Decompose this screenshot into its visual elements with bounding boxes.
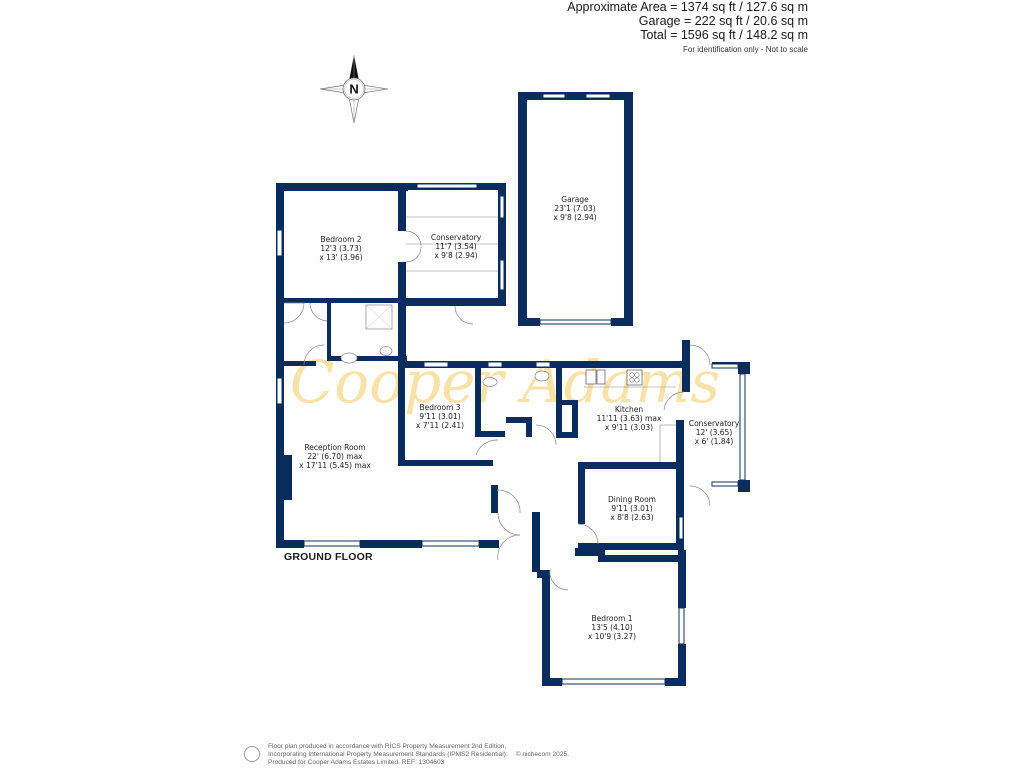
garage-area: Garage = 222 sq ft / 20.6 sq m (638, 14, 808, 28)
svg-text:12' (3.65): 12' (3.65) (696, 428, 733, 437)
svg-text:22' (6.70) max: 22' (6.70) max (307, 452, 363, 461)
room-kitchen: Kitchen 11'11 (3.63) max x 9'11 (3.03) (597, 405, 662, 432)
svg-text:x 7'11 (2.41): x 7'11 (2.41) (416, 421, 464, 430)
copyright: © nichecom 2025. (515, 751, 569, 758)
compass-north-label: N (349, 82, 358, 97)
info-person-icon (244, 746, 260, 762)
room-conservatory-right: Conservatory 12' (3.65) x 6' (1.84) (689, 419, 740, 446)
door-swings (283, 230, 711, 591)
svg-text:x 9'8 (2.94): x 9'8 (2.94) (553, 213, 596, 222)
room-bedroom-2: Bedroom 2 12'3 (3.73) x 13' (3.96) (319, 235, 362, 262)
basin-icon (340, 352, 358, 364)
svg-text:x 10'9 (3.27): x 10'9 (3.27) (588, 632, 636, 641)
footer-line: Incorporating International Property Mea… (268, 751, 508, 758)
room-garage: Garage 23'1 (7.03) x 9'8 (2.94) (553, 195, 596, 222)
svg-text:Conservatory: Conservatory (689, 419, 740, 428)
svg-text:x 8'8 (2.63): x 8'8 (2.63) (610, 513, 653, 522)
svg-text:x 9'8 (2.94): x 9'8 (2.94) (434, 251, 477, 260)
svg-text:Conservatory: Conservatory (431, 233, 482, 242)
svg-text:Bedroom 1: Bedroom 1 (591, 614, 632, 623)
room-bedroom-3: Bedroom 3 9'11 (3.01) x 7'11 (2.41) (416, 403, 464, 430)
svg-text:Garage: Garage (561, 195, 589, 204)
svg-text:Dining Room: Dining Room (608, 495, 656, 504)
footer-line: Floor plan produced in accordance with R… (268, 743, 507, 750)
svg-text:Reception Room: Reception Room (304, 443, 365, 452)
svg-text:9'11 (3.01): 9'11 (3.01) (419, 412, 460, 421)
toilet-icon (482, 377, 498, 387)
svg-text:x 17'11 (5.45) max: x 17'11 (5.45) max (299, 461, 371, 470)
approximate-area: Approximate Area = 1374 sq ft / 127.6 sq… (567, 0, 808, 14)
svg-text:x 6' (1.84): x 6' (1.84) (695, 437, 734, 446)
total-area: Total = 1596 sq ft / 148.2 sq m (640, 28, 808, 42)
svg-text:12'3 (3.73): 12'3 (3.73) (320, 244, 361, 253)
svg-text:13'5 (4.10): 13'5 (4.10) (591, 623, 632, 632)
toilet-icon (379, 346, 393, 356)
svg-text:x 9'11 (3.03): x 9'11 (3.03) (605, 423, 653, 432)
scale-disclaimer: For identification only - Not to scale (683, 45, 808, 54)
svg-text:11'7 (3.54): 11'7 (3.54) (435, 242, 476, 251)
svg-text:23'1 (7.03): 23'1 (7.03) (554, 204, 595, 213)
svg-text:Bedroom 3: Bedroom 3 (419, 403, 460, 412)
north-compass-icon: N (319, 55, 389, 124)
footer: Floor plan produced in accordance with R… (244, 743, 569, 767)
windows (276, 93, 746, 685)
room-conservatory-top: Conservatory 11'7 (3.54) x 9'8 (2.94) (431, 233, 482, 260)
conservatory-glazing-lines (406, 216, 676, 462)
area-summary: Approximate Area = 1374 sq ft / 127.6 sq… (567, 0, 808, 54)
svg-text:x 13' (3.96): x 13' (3.96) (319, 253, 362, 262)
svg-text:Kitchen: Kitchen (615, 405, 643, 414)
room-dining: Dining Room 9'11 (3.01) x 8'8 (2.63) (608, 495, 656, 522)
room-reception: Reception Room 22' (6.70) max x 17'11 (5… (299, 443, 371, 470)
fixtures (340, 304, 676, 388)
floor-label: GROUND FLOOR (284, 551, 373, 563)
room-bedroom-1: Bedroom 1 13'5 (4.10) x 10'9 (3.27) (588, 614, 636, 641)
svg-text:Bedroom 2: Bedroom 2 (320, 235, 361, 244)
footer-line: Produced for Cooper Adams Estates Limite… (268, 759, 445, 766)
basin-icon (534, 370, 550, 382)
sink-icon (585, 369, 597, 385)
svg-text:9'11 (3.01): 9'11 (3.01) (611, 504, 652, 513)
hob-icon (626, 369, 643, 386)
svg-text:11'11 (3.63) max: 11'11 (3.63) max (597, 414, 662, 423)
